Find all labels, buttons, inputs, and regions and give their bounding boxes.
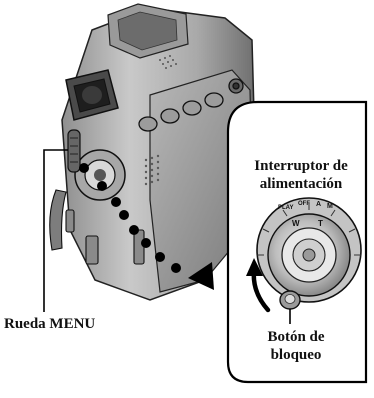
power-switch-label-line2: alimentación — [259, 176, 343, 192]
menu-wheel-label: Rueda MENU — [4, 316, 96, 332]
viewfinder — [65, 69, 119, 121]
side-grille — [144, 154, 160, 186]
dial-mark-play: PLAY — [278, 205, 293, 211]
rotation-arrow — [246, 258, 271, 313]
power-switch-label-line1: Interruptor de — [254, 158, 348, 174]
button-row — [138, 78, 244, 132]
dial-mark-off: OFF — [298, 201, 310, 207]
lock-button-graphic — [279, 290, 301, 310]
enlarged-power-dial: PLAY OFF A M W T — [256, 197, 362, 310]
body-power-dial — [74, 149, 126, 201]
top-grille — [159, 55, 177, 69]
dial-mark-tele: T — [318, 219, 323, 228]
body-menu-wheel — [67, 129, 81, 173]
camcorder-body — [49, 3, 256, 301]
lock-button-label: Botón de bloqueo — [236, 328, 356, 364]
power-switch-label: Interruptor de alimentación — [240, 157, 362, 193]
dial-mark-wide: W — [292, 219, 300, 228]
dotted-leader — [79, 163, 214, 290]
lock-button-label-line1: Botón de — [267, 329, 325, 345]
lock-button-label-line2: bloqueo — [270, 347, 322, 363]
grip — [49, 189, 67, 251]
dial-mark-manual: M — [327, 203, 333, 210]
lower-connectors — [65, 209, 145, 265]
menu-wheel-leader — [43, 149, 68, 312]
dial-mark-auto: A — [316, 201, 321, 208]
